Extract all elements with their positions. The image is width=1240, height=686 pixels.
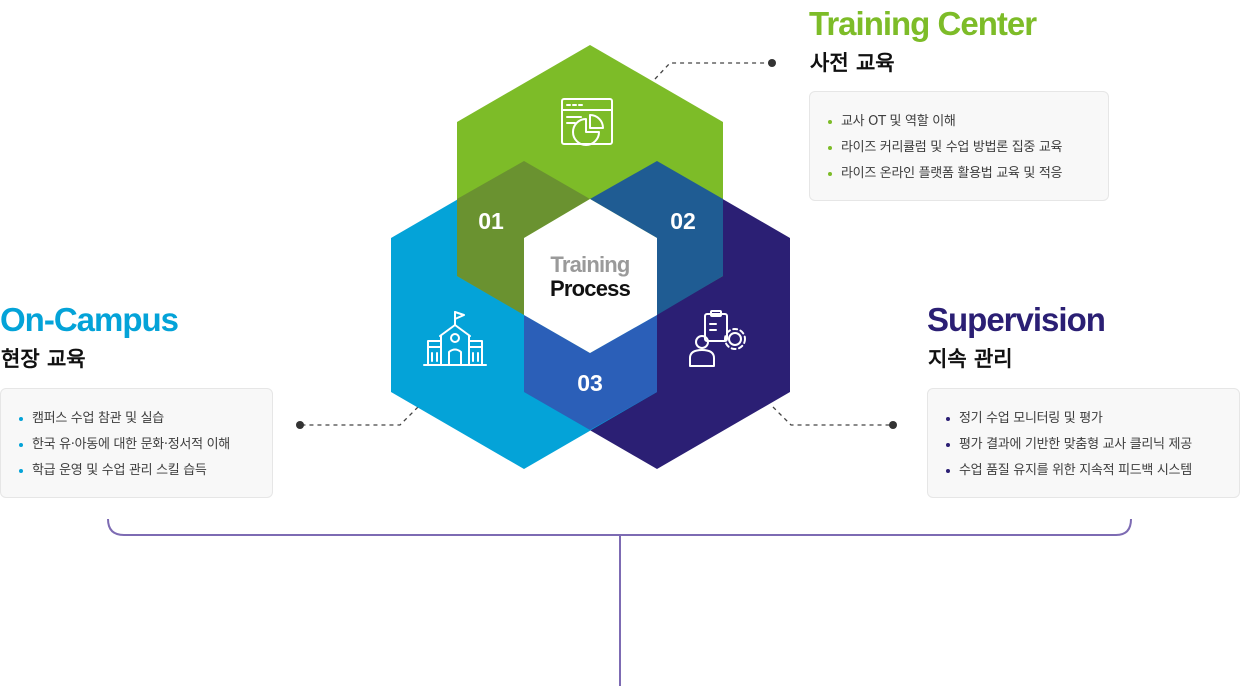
overlap-01 bbox=[457, 161, 590, 315]
overlap-02 bbox=[590, 161, 723, 315]
connector-training bbox=[654, 62, 772, 80]
list-item: 평가 결과에 기반한 맞춤형 교사 클리닉 제공 bbox=[946, 432, 1221, 458]
training-center-subtitle: 사전 교육 bbox=[810, 51, 895, 75]
list-item: 정기 수업 모니터링 및 평가 bbox=[946, 406, 1221, 432]
list-item: 라이즈 온라인 플랫폼 활용법 교육 및 적응 bbox=[828, 161, 1090, 187]
supervision-list: 정기 수업 모니터링 및 평가 평가 결과에 기반한 맞춤형 교사 클리닉 제공… bbox=[946, 406, 1221, 484]
connector-dot-training bbox=[768, 59, 776, 67]
training-center-title: Training Center bbox=[809, 5, 1037, 42]
center-label-line2: Process bbox=[550, 276, 631, 301]
overlap-number-02: 02 bbox=[670, 208, 696, 234]
connector-dot-supervision bbox=[889, 421, 897, 429]
connector-supervision bbox=[772, 406, 893, 426]
list-item: 캠퍼스 수업 참관 및 실습 bbox=[19, 406, 254, 432]
list-item: 한국 유·아동에 대한 문화·정서적 이해 bbox=[19, 432, 254, 458]
center-label-line1: Training bbox=[550, 252, 629, 277]
on-campus-title: On-Campus bbox=[0, 301, 179, 338]
list-item: 수업 품질 유지를 위한 지속적 피드백 시스템 bbox=[946, 458, 1221, 484]
overlap-number-01: 01 bbox=[478, 208, 504, 234]
on-campus-list: 캠퍼스 수업 참관 및 실습 한국 유·아동에 대한 문화·정서적 이해 학급 … bbox=[19, 406, 254, 484]
overlap-number-03: 03 bbox=[577, 370, 603, 396]
supervision-title: Supervision bbox=[927, 301, 1106, 338]
list-item: 교사 OT 및 역할 이해 bbox=[828, 109, 1090, 135]
list-item: 라이즈 커리큘럼 및 수업 방법론 집중 교육 bbox=[828, 135, 1090, 161]
on-campus-subtitle: 현장 교육 bbox=[1, 347, 86, 371]
training-center-card: 교사 OT 및 역할 이해 라이즈 커리큘럼 및 수업 방법론 집중 교육 라이… bbox=[809, 91, 1109, 201]
list-item: 학급 운영 및 수업 관리 스킬 습득 bbox=[19, 458, 254, 484]
overlap-03 bbox=[524, 315, 657, 430]
presentation-chart-icon bbox=[561, 98, 613, 146]
center-hexagon bbox=[524, 199, 657, 353]
supervision-card: 정기 수업 모니터링 및 평가 평가 결과에 기반한 맞춤형 교사 클리닉 제공… bbox=[927, 388, 1240, 498]
connector-dot-campus bbox=[296, 421, 304, 429]
school-building-icon bbox=[423, 311, 487, 366]
connector-campus bbox=[300, 406, 419, 426]
on-campus-card: 캠퍼스 수업 참관 및 실습 한국 유·아동에 대한 문화·정서적 이해 학급 … bbox=[0, 388, 273, 498]
bottom-bracket bbox=[107, 518, 1132, 536]
training-center-list: 교사 OT 및 역할 이해 라이즈 커리큘럼 및 수업 방법론 집중 교육 라이… bbox=[828, 109, 1090, 187]
teacher-gear-icon bbox=[689, 310, 746, 367]
supervision-subtitle: 지속 관리 bbox=[928, 347, 1013, 371]
